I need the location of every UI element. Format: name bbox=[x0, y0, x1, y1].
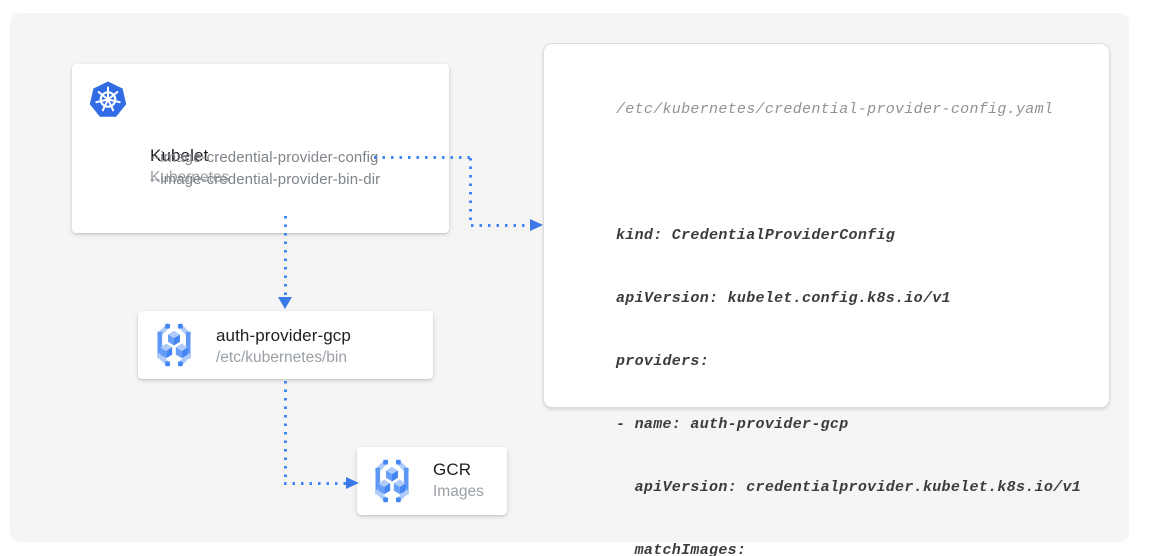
yaml-line: matchImages: bbox=[616, 542, 747, 556]
connector-auth-to-gcr-h bbox=[284, 482, 346, 485]
kubernetes-helm-icon bbox=[88, 80, 128, 120]
kubelet-subtitle: Kubernetes bbox=[150, 169, 230, 186]
gcr-title: GCR bbox=[433, 460, 472, 479]
connector-auth-to-gcr-v bbox=[284, 381, 287, 482]
yaml-line: - name: auth-provider-gcp bbox=[616, 416, 849, 433]
node-gcr: GCR Images bbox=[357, 447, 507, 515]
kubelet-flag-config: --image-credential-provider-config bbox=[150, 149, 379, 166]
yaml-line: apiVersion: credentialprovider.kubelet.k… bbox=[616, 479, 1082, 496]
gcr-subtitle: Images bbox=[433, 483, 484, 500]
kubelet-title: Kubelet bbox=[150, 146, 209, 165]
auth-provider-subtitle: /etc/kubernetes/bin bbox=[216, 349, 347, 366]
node-auth-provider-gcp: auth-provider-gcp /etc/kubernetes/bin bbox=[138, 311, 433, 379]
kubelet-flag-bin-dir: --image-credential-provider-bin-dir bbox=[150, 171, 381, 188]
connector-config-to-yaml-v bbox=[469, 158, 472, 225]
arrowhead-into-yaml-panel bbox=[530, 219, 543, 231]
yaml-config-panel: /etc/kubernetes/credential-provider-conf… bbox=[543, 43, 1110, 556]
container-registry-icon bbox=[152, 322, 196, 368]
connector-config-to-yaml-h1 bbox=[374, 156, 471, 159]
yaml-line: apiVersion: kubelet.config.k8s.io/v1 bbox=[616, 290, 951, 307]
auth-provider-title: auth-provider-gcp bbox=[216, 326, 351, 345]
arrowhead-into-gcr bbox=[346, 477, 359, 489]
yaml-line: providers: bbox=[616, 353, 710, 370]
yaml-line: kind: CredentialProviderConfig bbox=[616, 227, 896, 244]
container-registry-icon bbox=[370, 458, 414, 504]
yaml-filename: /etc/kubernetes/credential-provider-conf… bbox=[616, 101, 1054, 118]
connector-config-to-yaml-h2 bbox=[471, 224, 531, 227]
connector-kubelet-to-auth bbox=[284, 216, 287, 297]
node-kubelet: Kubelet Kubernetes --image-credential-pr… bbox=[72, 64, 449, 233]
arrowhead-into-auth-provider bbox=[278, 297, 292, 309]
